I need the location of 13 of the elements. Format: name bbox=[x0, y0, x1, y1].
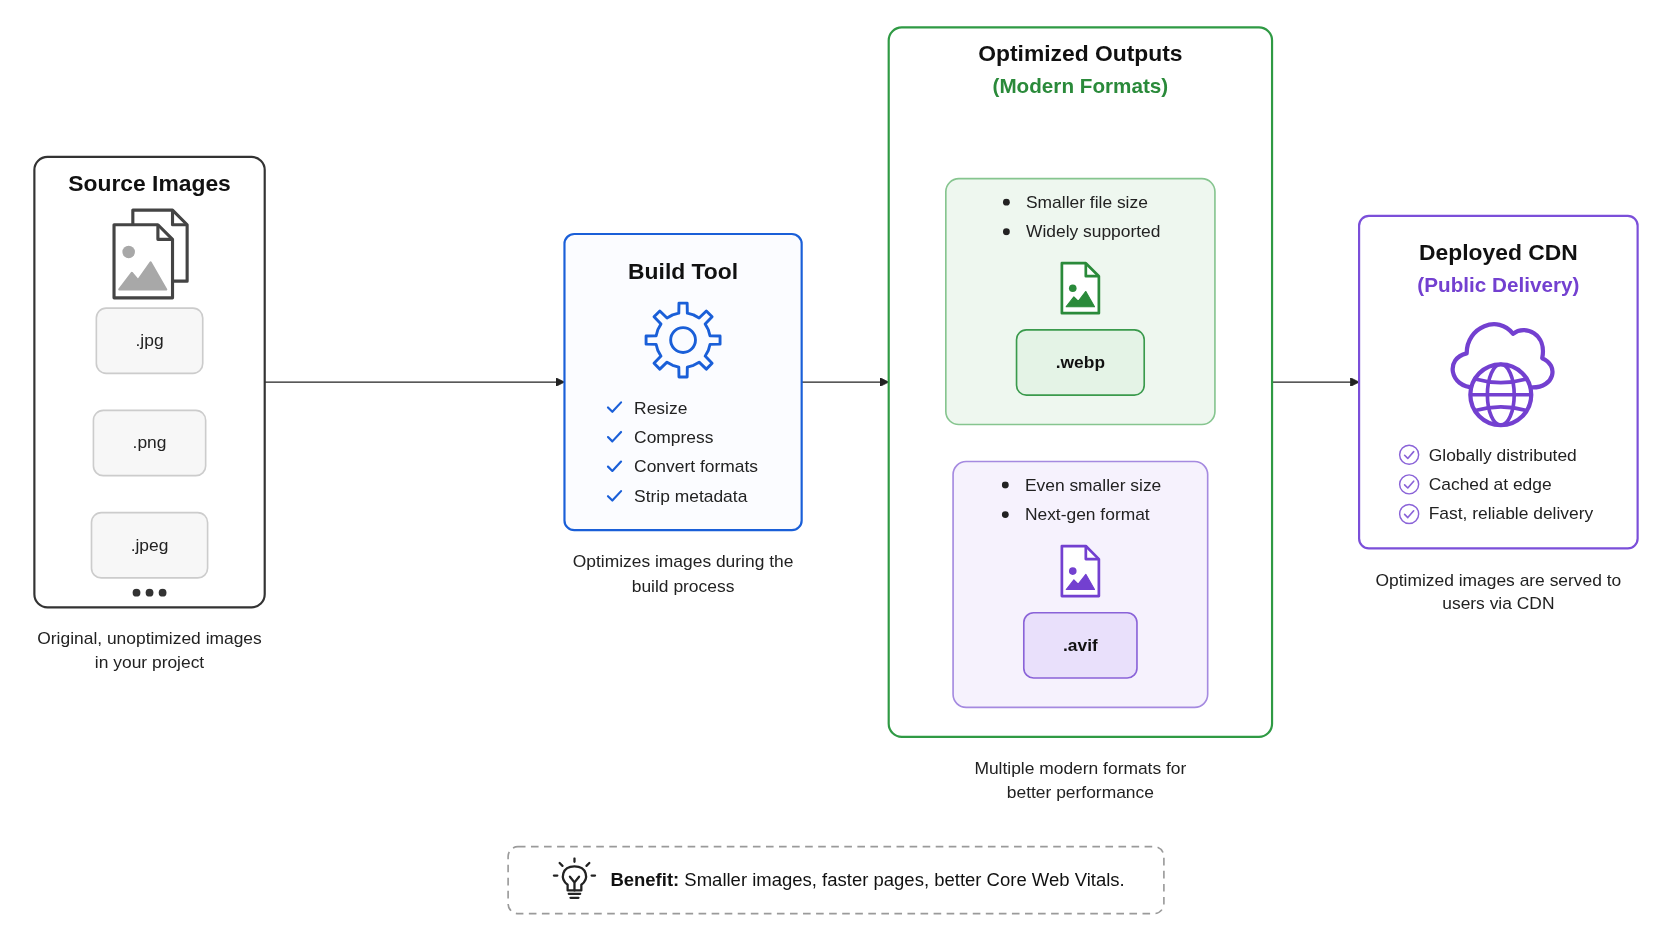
arrow bbox=[264, 377, 565, 387]
caption-text: Optimizes images during the build process bbox=[571, 550, 795, 597]
node-box: Build Tool Resize Compress Convert formats Strip metadata bbox=[563, 232, 803, 532]
node-box: .png bbox=[92, 409, 207, 477]
caption-text: Multiple modern formats for better performance bbox=[973, 757, 1188, 804]
node-box: .jpg bbox=[95, 307, 204, 375]
node-box: Deployed CDN (Public Delivery) Globally distributed Cached at edge Fast, reliable delivery bbox=[1358, 214, 1639, 550]
node-box: .webp bbox=[1015, 329, 1146, 396]
node-box: .avif bbox=[1022, 611, 1138, 679]
caption-text: Optimized images are served to users via CDN bbox=[1374, 569, 1623, 615]
node-box: Benefit: Smaller images, faster pages, better Core Web Vitals. bbox=[507, 845, 1165, 915]
node-box: .jpeg bbox=[90, 511, 209, 579]
caption-text: Original, unoptimized images in your project bbox=[36, 628, 263, 674]
